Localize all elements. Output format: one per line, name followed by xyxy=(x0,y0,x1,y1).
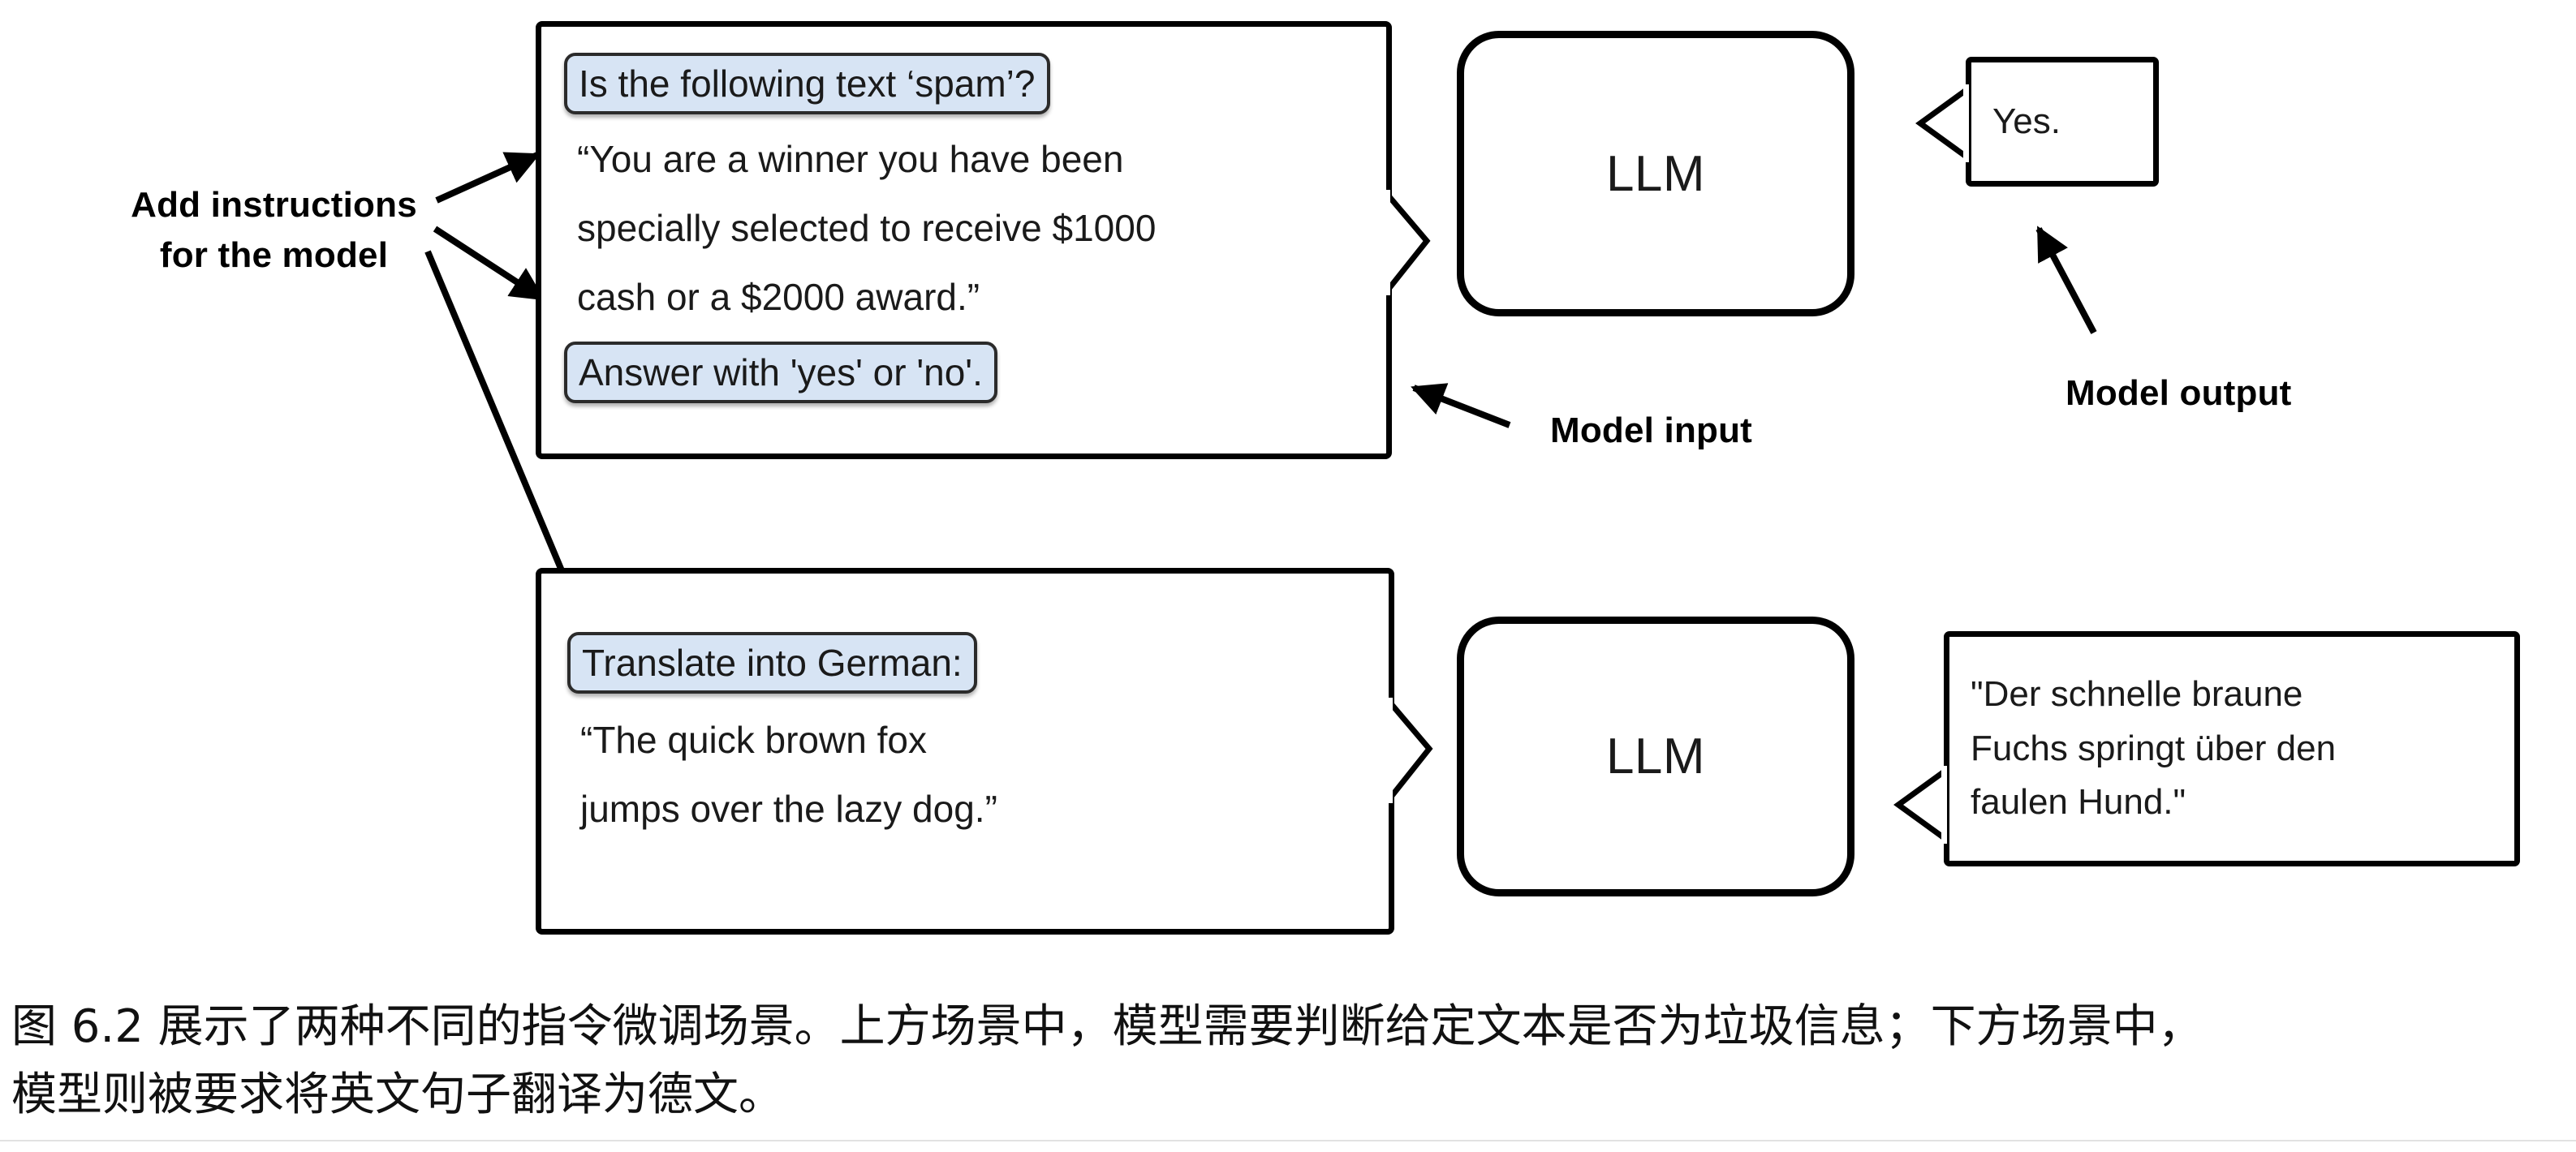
arrow-model-input-label xyxy=(1411,383,1511,428)
instruction-pill-spam-question-text: Is the following text ‘spam’? xyxy=(579,62,1036,105)
instruction-pill-translate[interactable]: Translate into German: xyxy=(567,632,977,694)
output-bubble-notch-german xyxy=(1893,766,1947,844)
arrow-instructions-to-spam-prompt xyxy=(435,152,541,204)
model-output-bubble-yes[interactable]: Yes. xyxy=(1966,57,2159,187)
instruction-pill-answer-format-text: Answer with 'yes' or 'no'. xyxy=(579,351,983,393)
arrow-instructions-to-answer-prompt xyxy=(433,226,545,302)
model-output-german-line-3: faulen Hund." xyxy=(1971,782,2186,823)
model-output-german-line-1: "Der schnelle braune xyxy=(1971,673,2303,714)
model-input-box-spam[interactable]: Is the following text ‘spam’? “You are a… xyxy=(536,21,1392,459)
figure-instruction-finetuning-examples: Add instructions for the model Model inp… xyxy=(122,21,2520,935)
label-add-instructions: Add instructions for the model xyxy=(122,180,426,282)
figure-caption-line-2: 模型则被要求将英文句子翻译为德文。 xyxy=(11,1068,784,1121)
bottom-divider xyxy=(0,1140,2576,1141)
figure-caption: 图 6.2 展示了两种不同的指令微调场景。上方场景中，模型需要判断给定文本是否为… xyxy=(11,993,2568,1129)
model-output-bubble-german-text: "Der schnelle braune Fuchs springt über … xyxy=(1949,668,2357,831)
label-model-output: Model output xyxy=(2066,373,2292,413)
llm-box-translate-label: LLM xyxy=(1605,729,1706,784)
input-body-line-spam-3: cash or a $2000 award.” xyxy=(577,276,980,318)
label-model-input: Model input xyxy=(1550,411,1753,450)
instruction-pill-spam-question[interactable]: Is the following text ‘spam’? xyxy=(564,53,1050,114)
figure-caption-line-1: 图 6.2 展示了两种不同的指令微调场景。上方场景中，模型需要判断给定文本是否为… xyxy=(11,1000,2203,1053)
input-body-line-translate-2: jumps over the lazy dog.” xyxy=(580,788,997,830)
input-body-line-translate-1: “The quick brown fox xyxy=(580,719,927,761)
arrow-model-output-label xyxy=(2035,226,2097,334)
input-body-line-spam-2: specially selected to receive $1000 xyxy=(577,207,1157,249)
input-box-tail-spam xyxy=(1385,190,1431,295)
model-input-box-translate[interactable]: Translate into German: “The quick brown … xyxy=(536,568,1394,935)
label-add-instructions-line2: for the model xyxy=(159,235,389,276)
input-body-line-spam-1: “You are a winner you have been xyxy=(577,138,1124,180)
llm-box-translate[interactable]: LLM xyxy=(1457,617,1854,896)
llm-box-spam-label: LLM xyxy=(1605,145,1706,202)
output-bubble-notch-yes xyxy=(1915,84,1969,162)
label-add-instructions-line1: Add instructions xyxy=(131,185,417,225)
model-output-german-line-2: Fuchs springt über den xyxy=(1971,728,2337,768)
instruction-pill-translate-text: Translate into German: xyxy=(582,642,963,684)
instruction-pill-answer-format[interactable]: Answer with 'yes' or 'no'. xyxy=(564,342,997,403)
model-output-bubble-yes-text: Yes. xyxy=(1992,101,2061,141)
llm-box-spam[interactable]: LLM xyxy=(1457,31,1854,316)
model-output-bubble-german[interactable]: "Der schnelle braune Fuchs springt über … xyxy=(1944,631,2520,866)
input-box-tail-translate xyxy=(1387,698,1433,803)
